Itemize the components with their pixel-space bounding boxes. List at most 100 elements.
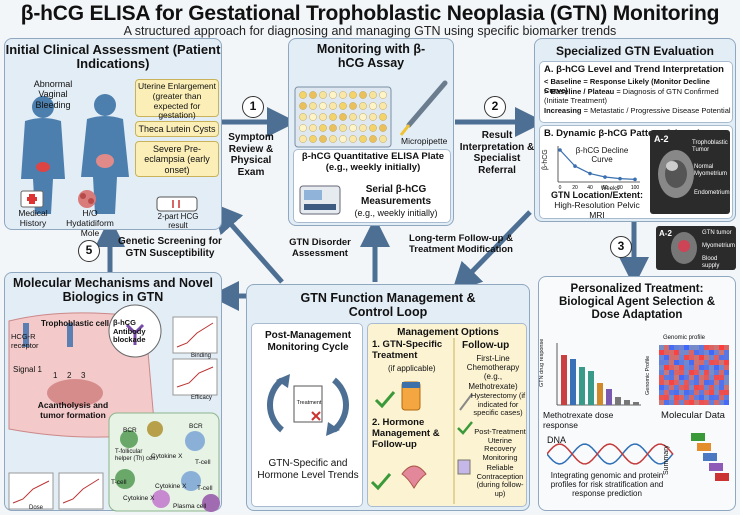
- heatmap-cell: [714, 355, 719, 360]
- step-2-badge: 2: [484, 96, 506, 118]
- heatmap-cell: [659, 370, 664, 375]
- heatmap-cell: [689, 350, 694, 355]
- heatmap-cell: [684, 390, 689, 395]
- heatmap-cell: [664, 385, 669, 390]
- heatmap-cell: [669, 365, 674, 370]
- heatmap-cell: [714, 345, 719, 350]
- heatmap-cell: [674, 390, 679, 395]
- tcell-label-1: T-cell: [195, 459, 211, 466]
- heatmap-cell: [694, 385, 699, 390]
- heatmap-cell: [689, 400, 694, 405]
- heatmap-cell: [709, 350, 714, 355]
- heatmap-cell: [689, 390, 694, 395]
- heatmap-cell: [674, 385, 679, 390]
- heatmap-cell: [689, 345, 694, 350]
- initial-title: Initial Clinical Assessment (Patient Ind…: [5, 42, 221, 72]
- heatmap-cell: [724, 360, 729, 365]
- elisa-well: [329, 124, 337, 132]
- elisa-well: [369, 113, 377, 121]
- heatmap-cell: [694, 355, 699, 360]
- options-title: Management Options: [397, 327, 499, 338]
- decline-tick-label: 20: [572, 185, 578, 191]
- location-sub: High-Resolution Pelvic MRI: [554, 200, 640, 220]
- decline-ylabel: β-hCG: [542, 149, 549, 170]
- signal-n3: 3: [81, 371, 86, 380]
- a-line-3: Increasing = Metastatic / Progressive Di…: [544, 106, 731, 115]
- elisa-well: [319, 91, 327, 99]
- heatmap-cell: [719, 350, 724, 355]
- heatmap-cell: [674, 345, 679, 350]
- mri-image-2: A-2 GTN tumor Myometrium Blood supply: [656, 226, 736, 270]
- heatmap-cell: [699, 390, 704, 395]
- heatmap-cell: [664, 370, 669, 375]
- elisa-well: [299, 91, 307, 99]
- mtx-bar: [597, 383, 603, 405]
- elisa-well: [369, 102, 377, 110]
- section-b-title: B. Dynamic β-hCG Pattern & Imaging: [544, 128, 712, 139]
- mtx-bar: [561, 355, 567, 405]
- heatmap-cell: [669, 400, 674, 405]
- mri-a2-label: A-2: [654, 134, 669, 144]
- heatmap-cell: [724, 370, 729, 375]
- heatmap-cell: [684, 380, 689, 385]
- heatmap-cell: [664, 365, 669, 370]
- dna-strands-icon: [547, 443, 674, 465]
- specialized-title: Specialized GTN Evaluation: [555, 44, 715, 58]
- decline-point: [573, 164, 577, 168]
- heatmap-cell: [704, 400, 709, 405]
- hcgr-label: HCG-R receptor: [11, 332, 39, 350]
- decline-tick-label: 60: [602, 185, 608, 191]
- mechanism-illustration: [8, 304, 220, 512]
- heatmap-cell: [684, 360, 689, 365]
- heatmap-cell: [719, 375, 724, 380]
- analyzer-icon: [299, 185, 341, 215]
- heatmap-cell: [699, 375, 704, 380]
- elisa-well: [349, 113, 357, 121]
- contraception-label: Reliable Contraception (during follow-up…: [476, 463, 524, 498]
- heatmap-cell: [719, 380, 724, 385]
- heatmap-cell: [684, 370, 689, 375]
- heatmap-cell: [659, 365, 664, 370]
- cytokine-label-1: Cytokine X: [151, 453, 183, 460]
- location-title: GTN Location/Extent:: [551, 190, 643, 200]
- heatmap-cell: [709, 365, 714, 370]
- heatmap-cell: [659, 390, 664, 395]
- heatmap-cell: [664, 350, 669, 355]
- heatmap-cell: [689, 385, 694, 390]
- medical-history-label: Medical History: [18, 208, 48, 228]
- elisa-plate-label: β-hCG Quantitative ELISA Plate (e.g., we…: [301, 151, 445, 173]
- heatmap-cell: [674, 400, 679, 405]
- heatmap-cell: [659, 385, 664, 390]
- hcg-result-label: 2-part HCG result: [157, 212, 199, 231]
- bcr-label-1: BCR: [123, 427, 137, 434]
- dose-label: Dose: [29, 505, 44, 511]
- elisa-well: [319, 135, 327, 143]
- heatmap-cell: [719, 400, 724, 405]
- heatmap-cell: [704, 380, 709, 385]
- mtx-label: Methotrexate dose response: [543, 410, 614, 430]
- decline-tick-label: 0: [559, 185, 562, 191]
- heatmap-cell: [679, 400, 684, 405]
- heatmap-cell: [699, 360, 704, 365]
- options-icons: [370, 338, 473, 504]
- heatmap-cell: [669, 345, 674, 350]
- elisa-well: [359, 102, 367, 110]
- mri2-a2-label: A-2: [659, 229, 672, 238]
- heatmap-cell: [659, 380, 664, 385]
- hysterectomy-label: Hysterectomy (if indicated for specific …: [470, 391, 526, 418]
- response-axis-label: GTN drug response: [539, 338, 545, 387]
- molecular-data-label: Molecular Data: [661, 410, 725, 421]
- heatmap-cell: [704, 385, 709, 390]
- elisa-well: [299, 102, 307, 110]
- preeclampsia-box: Severe Pre-eclampsia (early onset): [135, 141, 219, 177]
- tcell-label-3: T-cell: [197, 485, 213, 492]
- heatmap-cell: [724, 365, 729, 370]
- decline-point: [588, 171, 592, 176]
- step-1-badge: 1: [242, 96, 264, 118]
- heatmap-cell: [664, 380, 669, 385]
- heatmap-cell: [659, 400, 664, 405]
- arrow-to-initial: [212, 202, 284, 284]
- heatmap-cell: [659, 375, 664, 380]
- elisa-well: [379, 113, 387, 121]
